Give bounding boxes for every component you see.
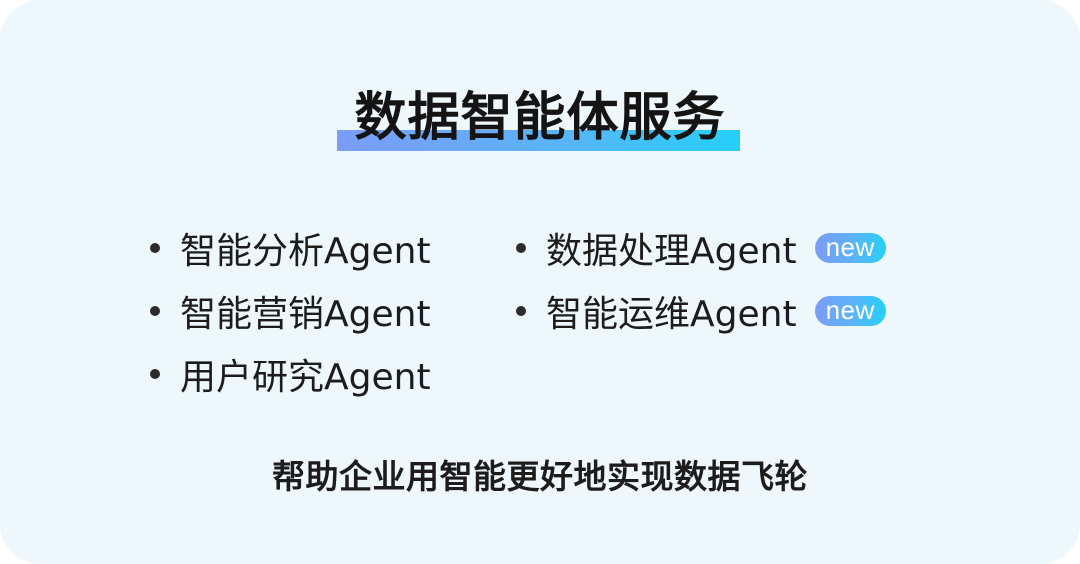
bullet-dot-icon bbox=[150, 242, 160, 253]
list-item: 数据处理Agent new bbox=[512, 216, 886, 279]
title-highlight-bar bbox=[337, 130, 740, 151]
bullet-dot-icon bbox=[516, 305, 526, 316]
list-item: 用户研究Agent bbox=[146, 342, 431, 405]
new-badge: new bbox=[814, 232, 886, 263]
list-item: 智能运维Agent new bbox=[512, 279, 886, 342]
new-badge: new bbox=[814, 295, 886, 326]
title-container: 数据智能体服务 bbox=[0, 86, 1080, 150]
page-title: 数据智能体服务 bbox=[354, 88, 726, 148]
agent-label: 智能营销Agent bbox=[180, 293, 431, 335]
agent-label: 用户研究Agent bbox=[180, 356, 431, 398]
bullet-dot-icon bbox=[516, 242, 526, 253]
list-item: 智能分析Agent bbox=[146, 216, 431, 279]
agent-label: 数据处理Agent bbox=[546, 230, 797, 272]
agent-list-left: 智能分析Agent 智能营销Agent 用户研究Agent bbox=[146, 216, 431, 405]
agent-list-right: 数据处理Agent new 智能运维Agent new bbox=[512, 216, 886, 342]
bullet-dot-icon bbox=[150, 305, 160, 316]
agent-label: 智能分析Agent bbox=[180, 230, 431, 272]
tagline: 帮助企业用智能更好地实现数据飞轮 bbox=[272, 457, 808, 496]
bullet-dot-icon bbox=[150, 368, 160, 379]
list-item: 智能营销Agent bbox=[146, 279, 431, 342]
agent-label: 智能运维Agent bbox=[546, 293, 797, 335]
